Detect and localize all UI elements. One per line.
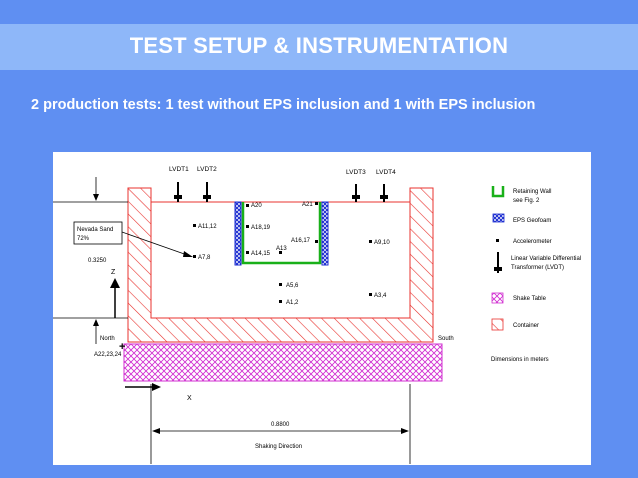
shake-table	[123, 343, 443, 382]
accelerometer-marker	[315, 202, 318, 205]
length-dim-arrowhead-right	[401, 428, 409, 434]
accelerometer-marker	[246, 251, 249, 254]
callout-leader	[121, 231, 191, 257]
south-label: South	[438, 336, 454, 342]
accelerometer-marker	[279, 283, 282, 286]
height-dim-label: 0.3250	[88, 258, 107, 264]
slide-title: TEST SETUP & INSTRUMENTATION	[129, 33, 509, 58]
setup-diagram-svg: LVDT1 LVDT2 LVDT3 LVDT4 A20 A21 A11,12 A…	[53, 166, 581, 464]
a7-8-label: A7,8	[198, 255, 211, 261]
lvdt-3-label: LVDT3	[346, 169, 366, 176]
lvdt-2	[203, 182, 211, 202]
length-dim-arrowhead-left	[152, 428, 160, 434]
legend-shake-table-icon	[491, 292, 504, 304]
x-axis-label: X	[187, 395, 192, 402]
legend: Retaining Wall see Fig. 2 EPS Geofoam Ac…	[491, 186, 581, 363]
legend-retaining-wall-label: Retaining Wall	[513, 189, 551, 195]
legend-lvdt-label-1: Linear Variable Differential	[511, 256, 581, 262]
a3-4-label: A3,4	[374, 293, 387, 299]
retaining-wall	[241, 202, 322, 265]
legend-container-label: Container	[513, 323, 539, 329]
a16-17-label: A16,17	[291, 238, 311, 244]
accelerometer-marker	[246, 225, 249, 228]
accelerometer-marker	[369, 240, 372, 243]
length-dim-label: 0.8800	[271, 422, 290, 428]
a20-label: A20	[251, 203, 262, 209]
legend-shake-table-label: Shake Table	[513, 296, 547, 302]
legend-eps-label: EPS Geofoam	[513, 218, 551, 224]
legend-retaining-wall-ref: see Fig. 2	[513, 198, 540, 204]
origin-marker: +	[119, 341, 125, 353]
a1-2-label: A1,2	[286, 300, 299, 306]
legend-eps-icon	[492, 213, 505, 223]
a13-label: A13	[276, 246, 287, 252]
callout-arrowhead	[183, 251, 193, 257]
height-dim-arrowhead-bottom	[93, 319, 99, 326]
lvdt-4	[380, 184, 388, 202]
legend-container-icon	[491, 318, 504, 331]
legend-accelerometer-icon	[496, 239, 499, 242]
lvdt-2-label: LVDT2	[197, 166, 217, 173]
legend-lvdt-icon-base	[494, 267, 502, 271]
accelerometer-marker	[369, 293, 372, 296]
shaking-direction-label: Shaking Direction	[255, 444, 302, 450]
nevada-sand-label: Nevada Sand	[77, 227, 113, 233]
z-axis-arrowhead	[110, 278, 120, 288]
accelerometer-marker	[279, 251, 282, 254]
legend-accelerometer-label: Accelerometer	[513, 239, 552, 245]
accelerometer-marker	[193, 224, 196, 227]
eps-geofoam-right	[321, 201, 329, 266]
accelerometer-marker	[246, 204, 249, 207]
height-dim-arrowhead-top	[93, 194, 99, 201]
a11-12-label: A11,12	[198, 224, 217, 230]
accelerometer-marker	[279, 300, 282, 303]
lvdt-1	[174, 182, 182, 202]
lvdt-1-label: LVDT1	[169, 166, 189, 173]
title-bar	[0, 24, 638, 70]
container	[127, 187, 434, 343]
lvdt-4-label: LVDT4	[376, 169, 396, 176]
a9-10-label: A9,10	[374, 240, 390, 246]
a5-6-label: A5,6	[286, 283, 299, 289]
x-axis-arrowhead	[152, 383, 161, 391]
a14-15-label: A14,15	[251, 251, 271, 257]
legend-dimensions-note: Dimensions in meters	[491, 357, 549, 363]
nevada-sand-density: 72%	[77, 236, 90, 242]
accelerometer-marker	[315, 240, 318, 243]
north-label: North	[100, 336, 115, 342]
z-axis-label: Z	[111, 269, 116, 276]
slide-subtitle: 2 production tests: 1 test without EPS i…	[31, 97, 536, 113]
a22-23-24-label: A22,23,24	[94, 352, 122, 358]
legend-lvdt-label-2: Transformer (LVDT)	[511, 265, 564, 271]
eps-geofoam-left	[234, 201, 242, 266]
legend-retaining-wall-icon	[491, 186, 505, 198]
setup-diagram: LVDT1 LVDT2 LVDT3 LVDT4 A20 A21 A11,12 A…	[53, 152, 591, 465]
nevada-sand-callout	[73, 221, 123, 245]
a21-label: A21	[302, 202, 313, 208]
a18-19-label: A18,19	[251, 225, 271, 231]
accelerometer-marker	[193, 255, 196, 258]
lvdt-3	[352, 184, 360, 202]
